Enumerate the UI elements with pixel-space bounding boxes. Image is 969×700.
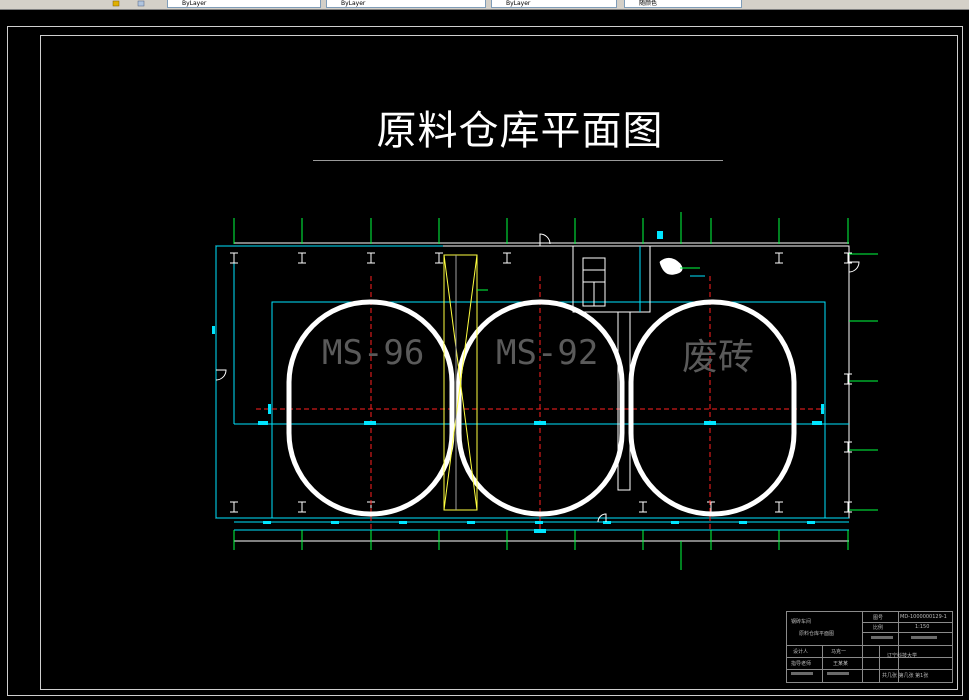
tb-checker-label: 指导老师 (791, 661, 812, 667)
linetype-select[interactable]: ByLayer (326, 0, 486, 8)
inner-boundary (233, 258, 849, 531)
bin-label-waste-brick: 废砖 (682, 337, 755, 378)
axis-ticks (233, 212, 878, 570)
layer-stack-icon[interactable] (137, 0, 146, 7)
building-outline (215, 245, 850, 519)
bin-waste-brick (628, 299, 797, 517)
bin-label-ms96: MS-96 (322, 333, 425, 373)
tb-scale-label: 比例 (873, 625, 884, 631)
drawing-border-outer (7, 26, 963, 696)
bin-label-ms92: MS-92 (496, 333, 599, 373)
drawing-border-inner (40, 35, 958, 690)
bin-ms96 (286, 299, 455, 517)
drawing-canvas[interactable] (0, 9, 969, 700)
tb-drawing-name: 原料仓库平面图 (799, 631, 835, 637)
tb-checker: 王某某 (833, 661, 849, 667)
centerlines (256, 276, 825, 530)
title-underline (313, 160, 723, 161)
color-select[interactable]: ByLayer (167, 0, 321, 8)
conveyor (443, 254, 488, 511)
bin-ms92 (456, 299, 625, 517)
tb-drawing-no: MD-1000000129-1 (900, 614, 947, 620)
columns (230, 252, 852, 513)
property-toolbar: ByLayer ByLayer ByLayer 随颜色 (0, 0, 969, 10)
tb-designer: 马克一 (831, 649, 847, 655)
lineweight-select[interactable]: ByLayer (491, 0, 617, 8)
plotstyle-select[interactable]: 随颜色 (624, 0, 742, 8)
layer-icon[interactable] (112, 0, 121, 7)
dimension-lines (234, 242, 849, 542)
drawing-title: 原料仓库平面图 (376, 108, 664, 154)
title-block: 钢砖车间 原料仓库平面图 图号 MD-1000000129-1 比例 1:150… (786, 611, 953, 683)
tb-school: 辽宁科技大学 (887, 653, 918, 659)
tb-sheet: 共几张 第几张 第1张 (882, 673, 929, 679)
storage-bins (286, 299, 797, 517)
tb-drawing-no-label: 图号 (873, 615, 884, 621)
doors (215, 233, 860, 523)
control-room (572, 245, 705, 491)
tb-designer-label: 设计人 (793, 649, 809, 655)
tb-project: 钢砖车间 (791, 619, 812, 625)
tb-scale: 1:150 (915, 624, 930, 630)
cyan-markers (212, 231, 824, 533)
